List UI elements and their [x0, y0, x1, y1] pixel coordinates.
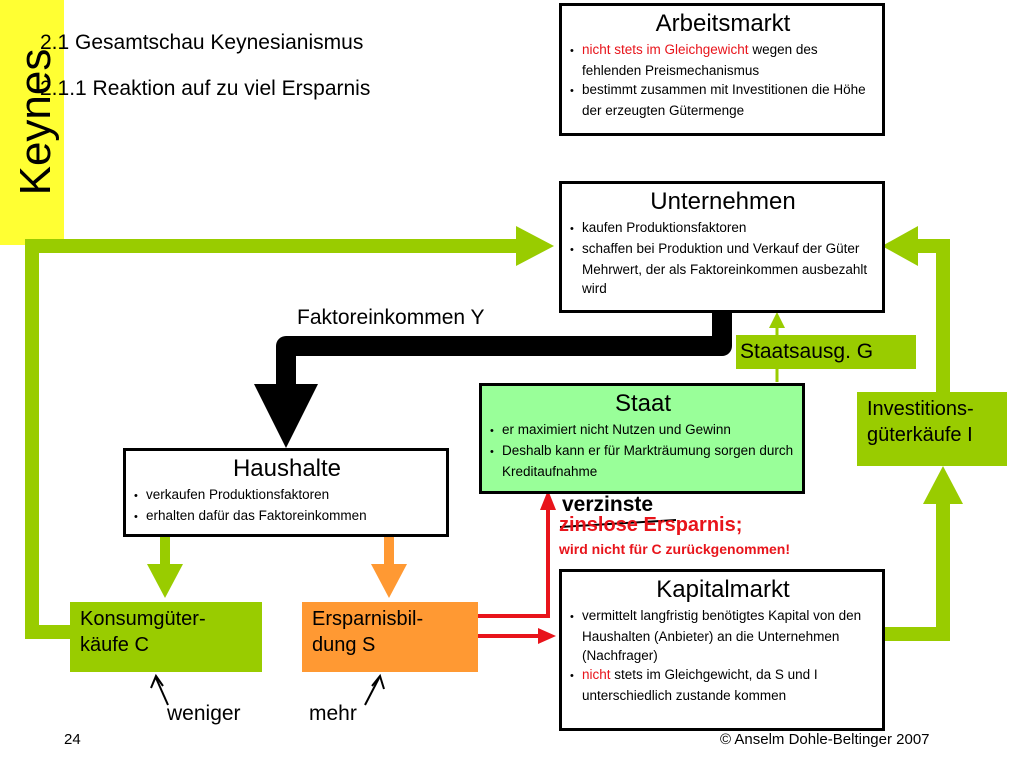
factor-income-arrowhead: [254, 384, 318, 448]
mehr-pointer: [364, 677, 380, 706]
unternehmen-list: kaufen Produktionsfaktoren schaffen bei …: [570, 218, 876, 298]
household-to-saving-arrowhead: [371, 564, 407, 598]
haushalte-list: verkaufen Produktionsfaktoren erhalten d…: [134, 485, 440, 527]
list-item: bestimmt zusammen mit Investitionen die …: [570, 80, 876, 120]
item-text: stets im Gleichgewicht, da S und I unter…: [582, 667, 818, 703]
investment-flow-arrowhead-up: [923, 466, 963, 504]
staat-title: Staat: [614, 390, 672, 417]
box-unternehmen: Unternehmen kaufen Produktionsfaktoren s…: [559, 181, 885, 313]
investment-to-firms-arrowhead: [882, 226, 918, 266]
item-text: wegen des fehlenden Preismechanismus: [582, 42, 818, 78]
factor-income-flow-line: [276, 312, 732, 386]
item-text: erhalten dafür das Faktoreinkommen: [146, 508, 367, 523]
weniger-pointer: [155, 677, 169, 706]
household-to-consumption-arrowhead: [147, 564, 183, 598]
unternehmen-title: Unternehmen: [650, 188, 796, 215]
staat-list: er maximiert nicht Nutzen und Gewinn Des…: [490, 420, 796, 481]
investment-to-firms-line: [916, 239, 950, 392]
saving-to-state-line: [478, 508, 550, 618]
label-faktoreinkommen: Faktoreinkommen Y: [297, 306, 485, 329]
list-item: er maximiert nicht Nutzen und Gewinn: [490, 420, 796, 441]
label-zinslose-ersparnis: zinslose Ersparnis;: [559, 514, 743, 536]
weniger-pointer-tip: [150, 673, 164, 689]
page-number: 24: [64, 731, 81, 748]
box-haushalte: Haushalte verkaufen Produktionsfaktoren …: [123, 448, 449, 537]
box-kapitalmarkt: Kapitalmarkt vermittelt langfristig benö…: [559, 569, 885, 731]
investment-flow-line: [882, 500, 950, 641]
kapitalmarkt-title: Kapitalmarkt: [656, 576, 790, 603]
item-text: verkaufen Produktionsfaktoren: [146, 487, 330, 502]
label-mehr: mehr: [309, 702, 357, 725]
list-item: schaffen bei Produktion und Verkauf der …: [570, 239, 876, 298]
item-text: Deshalb kann er für Markträumung sorgen …: [502, 443, 794, 479]
heading-section: 2.1 Gesamtschau Keynesianismus: [40, 31, 364, 54]
arbeitsmarkt-title: Arbeitsmarkt: [655, 10, 791, 37]
label-nicht-zurueckgenommen: wird nicht für C zurückgenommen!: [559, 541, 791, 557]
copyright: © Anselm Dohle-Beltinger 2007: [720, 731, 930, 748]
box-staat: Staat er maximiert nicht Nutzen und Gewi…: [479, 383, 805, 494]
kapitalmarkt-list: vermittelt langfristig benötigtes Kapita…: [570, 606, 876, 705]
item-text: schaffen bei Produktion und Verkauf der …: [582, 241, 868, 296]
heading-subsection: 2.1.1 Reaktion auf zu viel Ersparnis: [40, 77, 371, 100]
saving-to-capital-market-arrowhead: [538, 628, 556, 644]
label-ersparnis: Ersparnisbil- dung S: [302, 602, 478, 672]
list-item: vermittelt langfristig benötigtes Kapita…: [570, 606, 876, 665]
list-item: kaufen Produktionsfaktoren: [570, 218, 876, 239]
list-item: nicht stets im Gleichgewicht, da S und I…: [570, 665, 876, 705]
list-item: verkaufen Produktionsfaktoren: [134, 485, 440, 506]
government-spending-arrowhead: [769, 312, 785, 328]
label-staatsausgaben: Staatsausg. G: [736, 335, 916, 369]
label-investitionen: Investitions- güterkäufe I: [857, 392, 1007, 466]
haushalte-title: Haushalte: [232, 455, 342, 482]
list-item: nicht stets im Gleichgewicht wegen des f…: [570, 40, 876, 80]
label-konsum: Konsumgüter- käufe C: [70, 602, 262, 672]
consumption-flow-line: [25, 239, 520, 639]
brand-band: [0, 0, 64, 245]
box-arbeitsmarkt: Arbeitsmarkt nicht stets im Gleichgewich…: [559, 3, 885, 136]
item-text: vermittelt langfristig benötigtes Kapita…: [582, 608, 862, 663]
saving-to-state-arrowhead: [540, 490, 556, 510]
mehr-pointer-tip: [371, 673, 385, 690]
red-emphasis: nicht stets im Gleichgewicht: [582, 42, 749, 57]
list-item: Deshalb kann er für Markträumung sorgen …: [490, 441, 796, 481]
label-verzinste: verzinste: [562, 493, 654, 516]
list-item: erhalten dafür das Faktoreinkommen: [134, 506, 440, 527]
item-text: kaufen Produktionsfaktoren: [582, 220, 747, 235]
item-text: bestimmt zusammen mit Investitionen die …: [582, 82, 866, 118]
consumption-flow-arrowhead: [516, 226, 554, 266]
arbeitsmarkt-list: nicht stets im Gleichgewicht wegen des f…: [570, 40, 876, 120]
item-text: er maximiert nicht Nutzen und Gewinn: [502, 422, 731, 437]
red-emphasis: nicht: [582, 667, 611, 682]
label-weniger: weniger: [167, 702, 241, 725]
strikethrough-zinslose: [559, 519, 677, 528]
